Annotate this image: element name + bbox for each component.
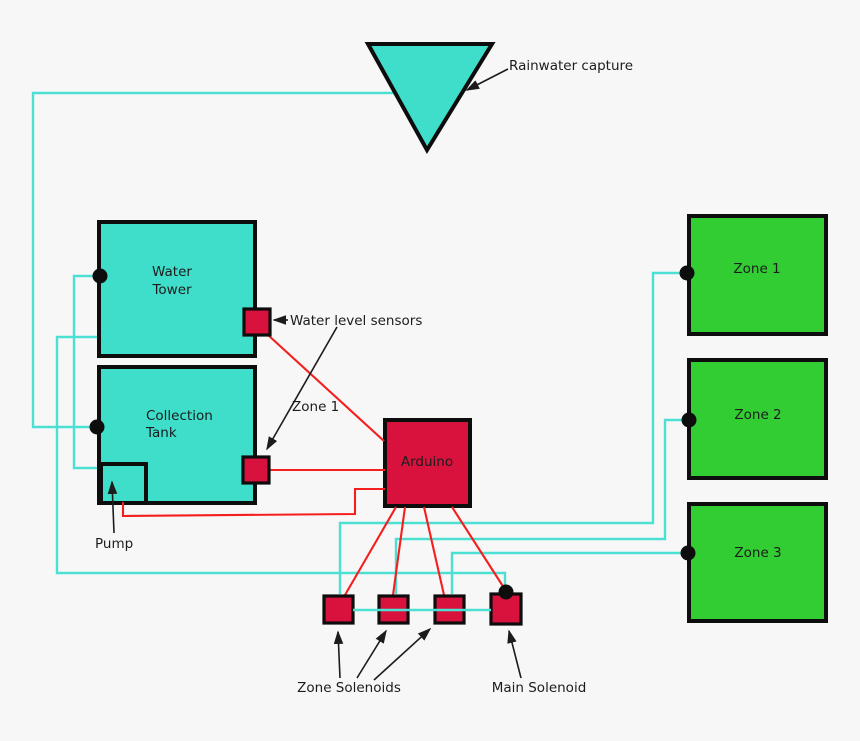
rainwater-capture-label: Rainwater capture: [509, 58, 633, 74]
collection-tank-level-sensor: [241, 455, 271, 485]
wire-arduino-to-solenoid2: [391, 506, 407, 596]
wire-arduino-to-main-solenoid: [451, 506, 507, 592]
water-tower-level-sensor: [242, 307, 272, 337]
zone2-box: [687, 358, 828, 480]
zone1-wire-label: Zone 1: [292, 399, 339, 415]
pump-arrow: [107, 480, 118, 534]
zone1-label: Zone 1: [733, 261, 780, 277]
zone3-box: [687, 502, 828, 623]
zone-solenoids-label: Zone Solenoids: [297, 680, 401, 696]
wire-arduino-to-solenoid1: [344, 506, 397, 596]
diagram-labels: Rainwater capture Water Tower Collection…: [95, 58, 782, 696]
rainwater-capture-funnel: [364, 42, 496, 154]
electrical-wires: [121, 334, 507, 596]
zone2-label: Zone 2: [734, 407, 781, 423]
collection-tank-label-line1: Collection: [146, 408, 213, 424]
water-tower-label-line1: Water: [152, 264, 192, 280]
main-solenoid-inlet-dot: [498, 584, 514, 600]
rainwater-capture-arrow: [465, 68, 509, 91]
main-solenoid-label: Main Solenoid: [492, 680, 587, 696]
zone1-box: [687, 214, 828, 336]
zone2-inlet-dot: [681, 412, 697, 428]
pipe-water-tower-to-pump: [72, 274, 102, 470]
water-tower-inlet-dot: [92, 268, 108, 284]
water-pipe-network: [31, 91, 688, 594]
zone-solenoid-1: [322, 594, 355, 625]
arduino-label: Arduino: [401, 454, 453, 470]
wire-pump-to-arduino: [121, 487, 385, 518]
collection-tank-label-line2: Tank: [145, 425, 177, 441]
zone-solenoids-arrow-1: [333, 630, 344, 679]
water-level-sensors-label: Water level sensors: [290, 313, 422, 329]
zone1-inlet-dot: [679, 265, 695, 281]
water-tower-label-line2: Tower: [151, 282, 192, 298]
water-tower-box: [97, 220, 257, 358]
zone-solenoids-arrow-2: [356, 629, 387, 679]
pipe-water-tower-to-main-solenoid: [55, 335, 507, 591]
water-level-sensors-arrow-bottom: [266, 326, 338, 451]
pipe-solenoid3-to-zone3: [450, 551, 688, 594]
zone3-inlet-dot: [680, 545, 696, 561]
pump-box: [99, 462, 148, 505]
zone3-label: Zone 3: [734, 545, 781, 561]
main-solenoid-arrow: [507, 629, 522, 679]
wire-arduino-to-solenoid3: [422, 506, 446, 596]
pipe-rainwater-to-collection-tank: [31, 91, 395, 429]
pipe-junction-dots: [89, 265, 697, 600]
collection-tank-inlet-dot: [89, 419, 105, 435]
pipe-solenoid1-to-zone1: [338, 271, 687, 594]
annotation-arrows: [107, 68, 522, 681]
zone-solenoids-arrow-3: [373, 627, 432, 681]
wire-tower-sensor-to-arduino: [267, 334, 385, 442]
pump-label: Pump: [95, 536, 133, 552]
arduino-box: [383, 418, 472, 508]
pipe-solenoid2-to-zone2: [394, 418, 688, 594]
